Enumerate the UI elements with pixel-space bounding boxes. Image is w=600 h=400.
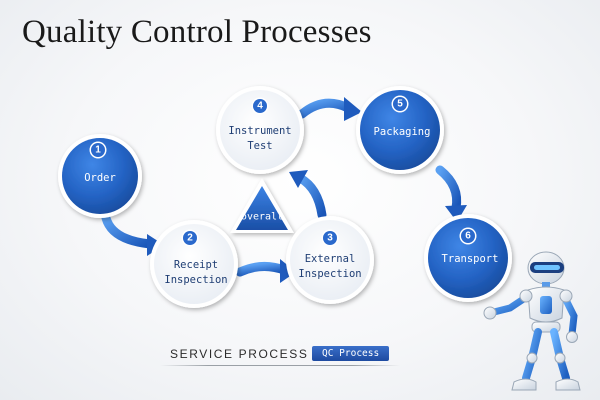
step-badge-6: 6 <box>459 227 477 245</box>
svg-text:5: 5 <box>397 99 403 110</box>
page-title: Quality Control Processes <box>22 14 372 50</box>
arrow-5-to-6 <box>435 165 467 222</box>
step-badge-1: 1 <box>89 141 107 159</box>
svg-text:3: 3 <box>327 233 333 244</box>
step-node-external-inspection[interactable] <box>286 216 374 304</box>
svg-text:2: 2 <box>187 233 193 244</box>
center-triangle <box>230 178 294 233</box>
qc-process-badge[interactable]: QC Process <box>312 346 390 361</box>
robot-mascot-illustration <box>483 251 581 391</box>
arrow-3-to-4 <box>289 170 327 220</box>
step-node-order[interactable] <box>58 134 142 218</box>
step-badge-5: 5 <box>391 95 409 113</box>
step-label-packaging: Packaging <box>374 126 431 138</box>
footer-bar: SERVICE PROCESS QC Process <box>160 342 400 368</box>
step-badge-2: 2 <box>181 229 199 247</box>
step-badge-4: 4 <box>251 97 269 115</box>
center-label: overall <box>241 212 283 223</box>
step-label-external: External <box>305 253 356 265</box>
step-badge-3: 3 <box>321 229 339 247</box>
footer-divider <box>160 365 400 366</box>
step-label-transport: Transport <box>442 253 499 265</box>
step-node-packaging[interactable] <box>356 86 444 174</box>
step-node-instrument-test[interactable] <box>216 86 304 174</box>
svg-text:1: 1 <box>95 145 101 156</box>
arrow-4-to-5 <box>297 97 362 121</box>
step-label-receipt-line2: Inspection <box>164 274 227 286</box>
step-label-order: Order <box>84 172 116 184</box>
svg-text:4: 4 <box>257 101 263 112</box>
step-node-transport[interactable] <box>424 214 512 302</box>
step-node-receipt-inspection[interactable] <box>150 220 238 308</box>
step-label-external-line2: Inspection <box>298 268 361 280</box>
step-label-instrument-line2: Test <box>247 140 272 152</box>
step-label-instrument: Instrument <box>228 125 291 137</box>
svg-text:6: 6 <box>465 231 471 242</box>
footer-text: SERVICE PROCESS <box>170 347 309 361</box>
step-label-receipt: Receipt <box>174 259 218 271</box>
